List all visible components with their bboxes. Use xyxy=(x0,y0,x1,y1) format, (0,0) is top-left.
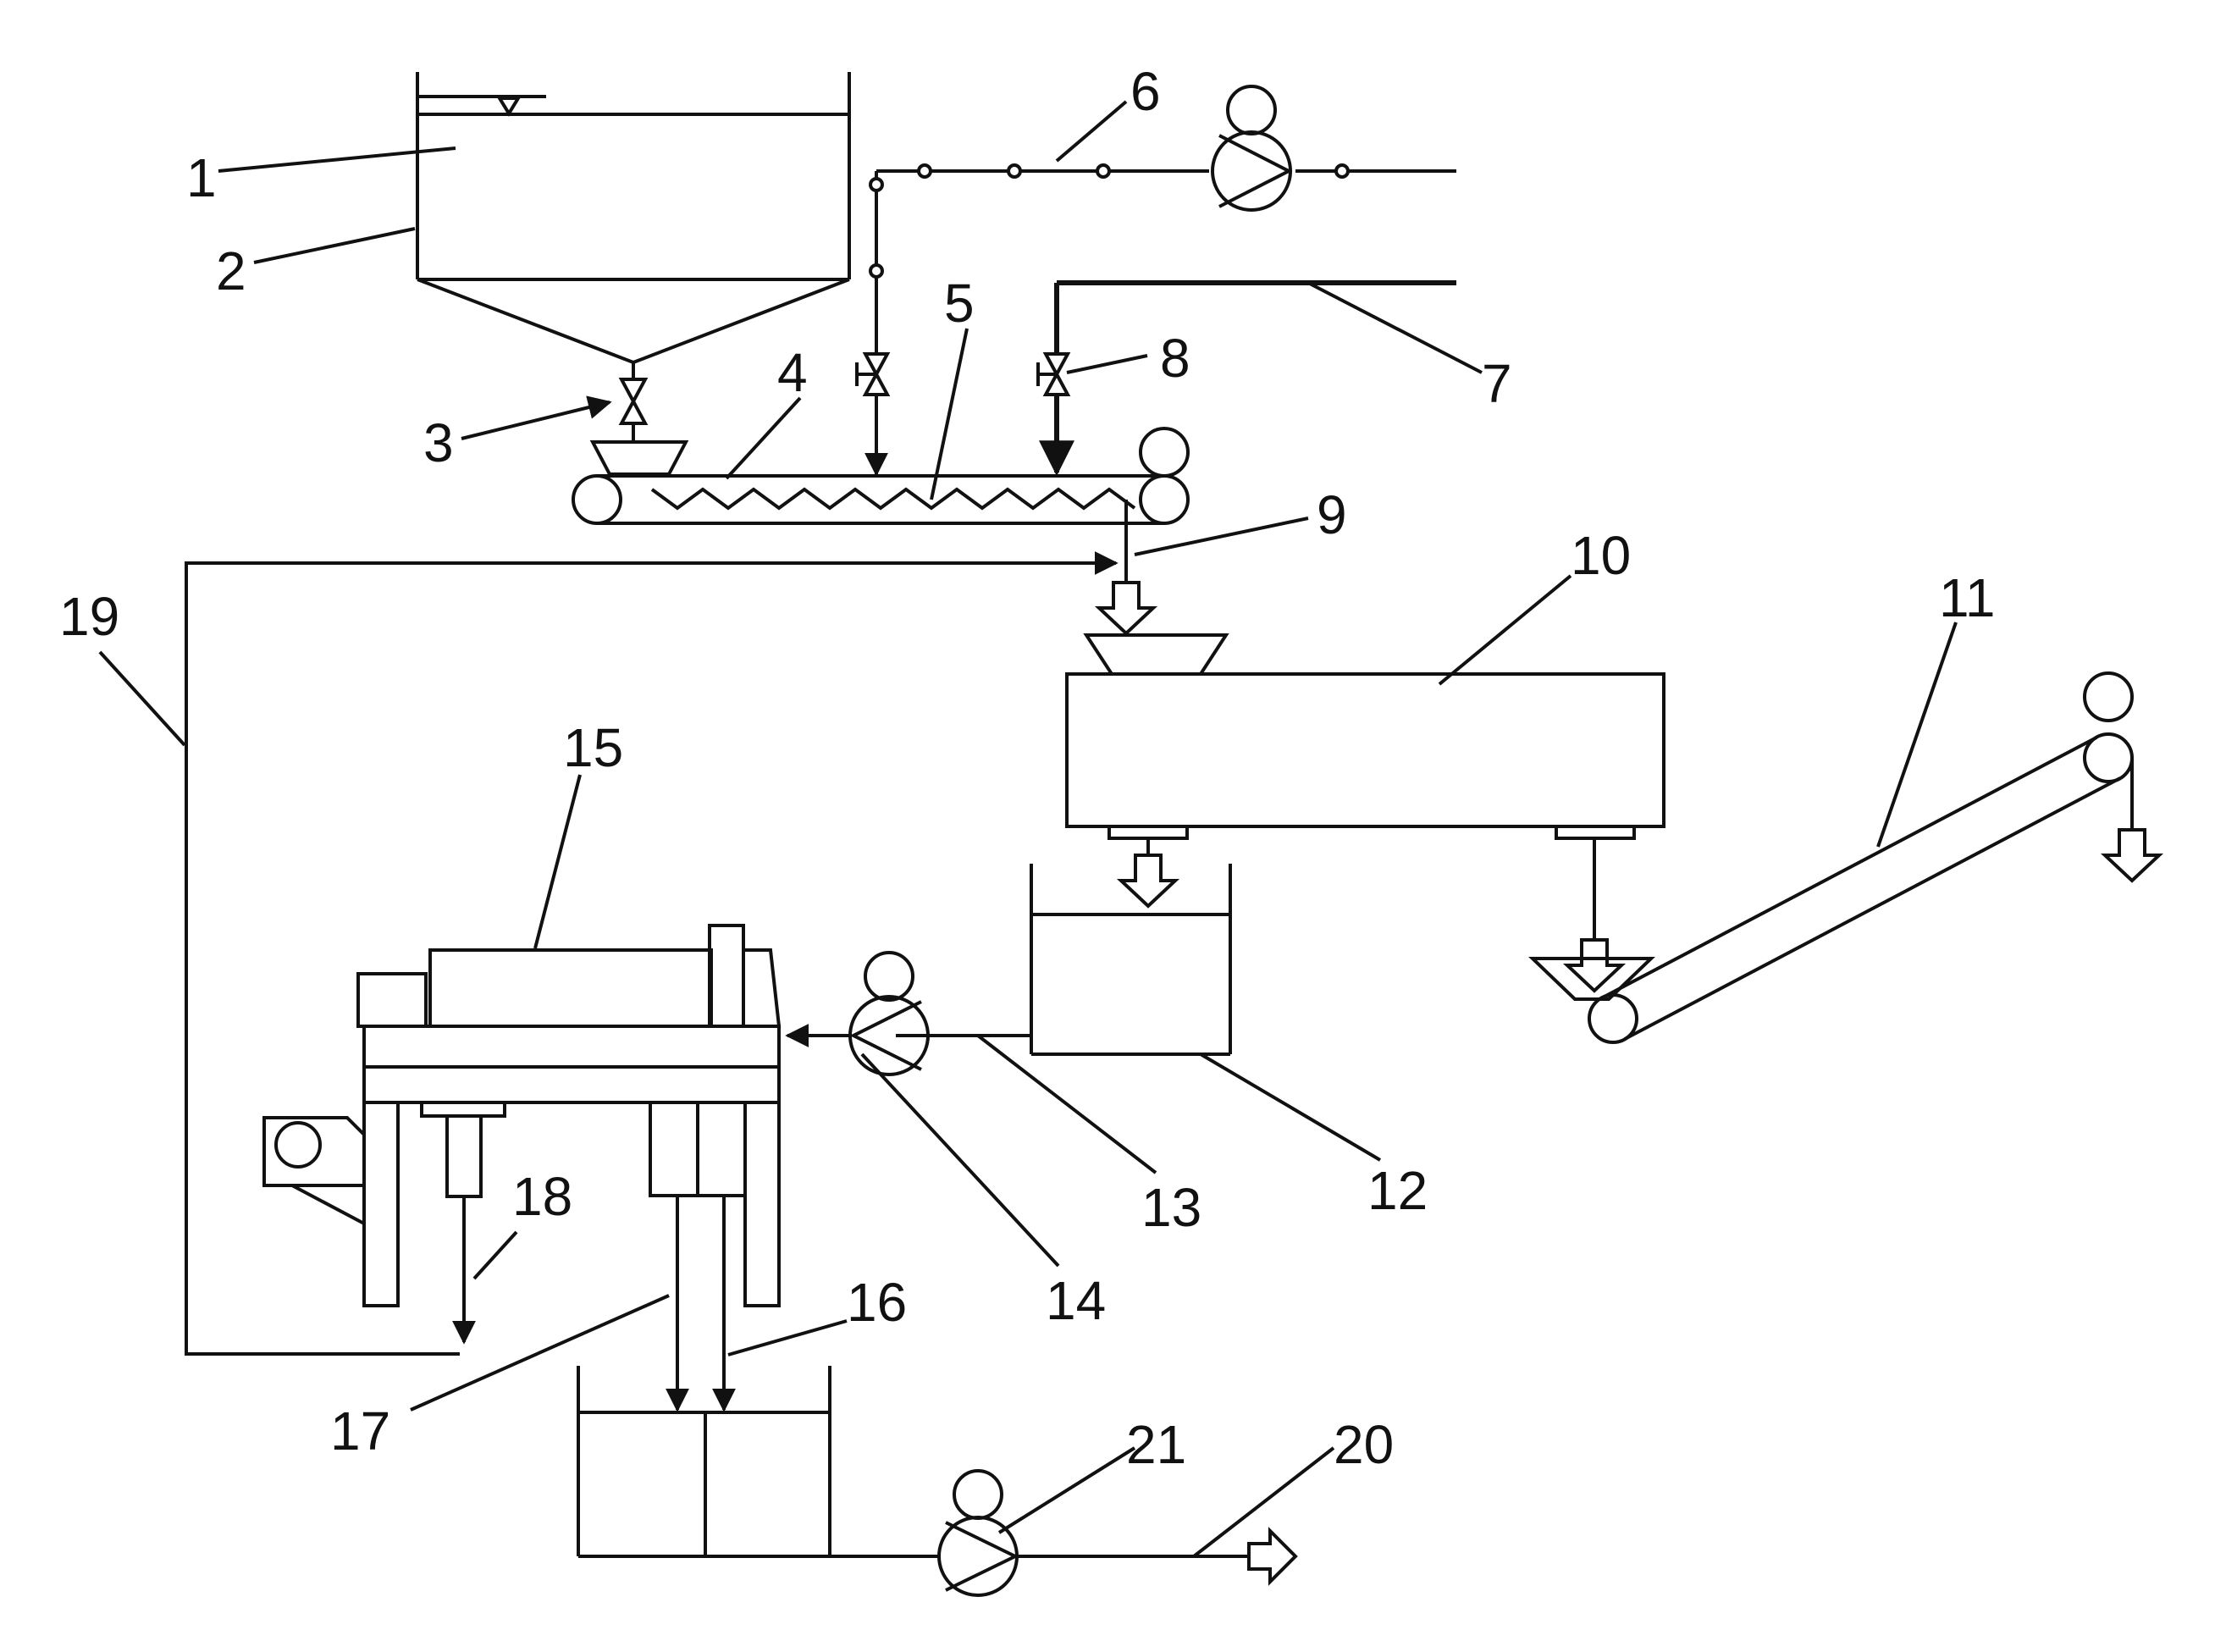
belt-discharge-arrow-icon xyxy=(2105,830,2159,881)
leader-14 xyxy=(862,1054,1058,1266)
tank-12 xyxy=(1031,864,1230,1054)
label-13: 13 xyxy=(1141,1177,1201,1238)
leader-1 xyxy=(218,148,456,171)
label-18: 18 xyxy=(512,1166,572,1227)
screw-conveyor xyxy=(573,428,1188,523)
valve-3-icon xyxy=(621,379,645,442)
storage-tank xyxy=(417,72,849,379)
label-19: 19 xyxy=(59,586,119,647)
screw-flight-icon xyxy=(652,489,1135,508)
label-9: 9 xyxy=(1317,484,1347,545)
leader-7 xyxy=(1308,283,1482,373)
pump-6-icon xyxy=(1212,132,1290,210)
leader-4 xyxy=(726,398,800,478)
conveyor-hopper-icon xyxy=(593,442,686,474)
valve-8-icon xyxy=(1038,354,1068,472)
belt-conveyor-11 xyxy=(1533,673,2159,1042)
label-15: 15 xyxy=(563,717,623,778)
liquid-level-icon xyxy=(500,98,518,113)
label-7: 7 xyxy=(1482,353,1512,414)
label-16: 16 xyxy=(847,1272,907,1333)
label-4: 4 xyxy=(777,342,808,403)
line-7 xyxy=(1057,283,1456,354)
return-line-19 xyxy=(186,563,1116,1354)
outlet-arrow-icon xyxy=(1249,1531,1295,1582)
reference-labels: 1 2 3 4 5 6 7 8 9 10 11 12 13 14 15 16 1… xyxy=(59,61,1995,1475)
label-12: 12 xyxy=(1367,1160,1428,1221)
label-2: 2 xyxy=(216,240,246,301)
leader-10 xyxy=(1439,576,1571,684)
label-11: 11 xyxy=(1939,567,1995,628)
label-8: 8 xyxy=(1160,328,1190,389)
label-6: 6 xyxy=(1130,61,1161,122)
leader-6 xyxy=(1057,102,1126,161)
pump-6-motor-icon xyxy=(1228,86,1275,134)
valve-6-icon xyxy=(857,354,887,474)
leader-12 xyxy=(1201,1054,1380,1160)
belt-hopper-icon xyxy=(1533,959,1651,999)
leader-15 xyxy=(535,775,580,948)
solids-arrow-icon xyxy=(1567,940,1621,991)
leader-3 xyxy=(461,402,610,439)
conveyor-right-roller-icon xyxy=(1141,476,1188,523)
leader-19 xyxy=(100,652,185,745)
leader-16 xyxy=(728,1321,847,1355)
pump-21-icon xyxy=(939,1471,1017,1595)
conveyor-motor-icon xyxy=(1141,428,1188,476)
label-21: 21 xyxy=(1126,1414,1186,1475)
label-10: 10 xyxy=(1571,525,1631,586)
leader-18 xyxy=(474,1232,516,1279)
label-3: 3 xyxy=(423,412,454,473)
leader-20 xyxy=(1194,1448,1334,1556)
feed-arrow-icon xyxy=(1099,583,1153,633)
separator-10 xyxy=(1067,635,1664,940)
leader-8 xyxy=(1067,356,1147,373)
leader-11 xyxy=(1878,622,1956,847)
leader-5 xyxy=(931,329,967,500)
leader-2 xyxy=(254,229,415,262)
label-20: 20 xyxy=(1334,1414,1394,1475)
separator-outlet-arrow-icon xyxy=(1121,855,1175,906)
label-14: 14 xyxy=(1046,1270,1106,1331)
label-1: 1 xyxy=(186,147,217,208)
label-17: 17 xyxy=(330,1401,390,1461)
centrifuge-motor-icon xyxy=(276,1123,320,1167)
belt-motor-icon xyxy=(2085,673,2132,721)
leader-21 xyxy=(999,1448,1135,1533)
label-5: 5 xyxy=(944,273,975,334)
leader-13 xyxy=(978,1036,1156,1173)
collection-tanks xyxy=(578,1366,938,1556)
conveyor-left-roller-icon xyxy=(573,476,621,523)
separator-hopper-icon xyxy=(1086,635,1226,674)
